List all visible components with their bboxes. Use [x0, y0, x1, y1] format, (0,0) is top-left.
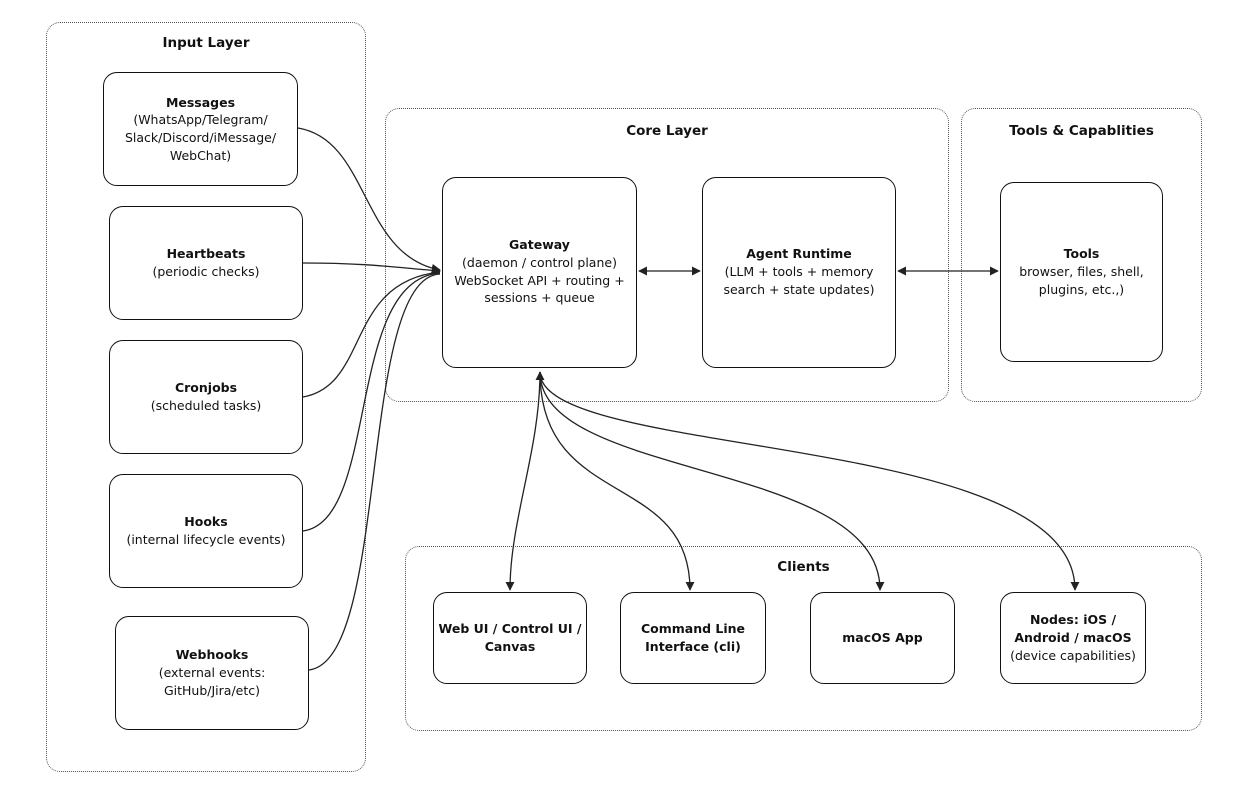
clients-group-title: Clients — [777, 559, 830, 575]
gateway-node[interactable]: Gateway (daemon / control plane) WebSock… — [442, 177, 637, 368]
agent-runtime-line-2: search + state updates) — [723, 281, 875, 297]
agent-runtime-title: Agent Runtime — [746, 246, 852, 261]
webhooks-line-2: GitHub/Jira/etc) — [163, 682, 261, 698]
messages-node[interactable]: Messages (WhatsApp/Telegram/ Slack/Disco… — [103, 72, 298, 186]
webhooks-line-1: (external events: — [158, 665, 266, 681]
gateway-title: Gateway — [509, 237, 570, 252]
web-ui-title: Web UI / Control UI / — [438, 621, 582, 637]
macos-app-node[interactable]: macOS App — [810, 592, 955, 684]
messages-line-3: WebChat) — [169, 147, 232, 163]
messages-line-1: (WhatsApp/Telegram/ — [133, 112, 268, 128]
nodes-node[interactable]: Nodes: iOS / Android / macOS (device cap… — [1000, 592, 1146, 684]
macos-app-title: macOS App — [842, 630, 923, 646]
cronjobs-title: Cronjobs — [174, 380, 238, 396]
web-ui-node[interactable]: Web UI / Control UI / Canvas — [433, 592, 587, 684]
webhooks-title: Webhooks — [175, 647, 249, 663]
tools-group: Tools & Capablities — [961, 108, 1202, 402]
web-ui-line-1: Canvas — [484, 639, 536, 654]
tools-group-title: Tools & Capablities — [1009, 123, 1154, 139]
hooks-node[interactable]: Hooks (internal lifecycle events) — [109, 474, 303, 588]
gateway-line-3: sessions + queue — [484, 290, 595, 306]
webhooks-node[interactable]: Webhooks (external events: GitHub/Jira/e… — [115, 616, 309, 730]
nodes-title: Nodes: iOS / — [1029, 612, 1117, 628]
heartbeats-title: Heartbeats — [166, 246, 246, 262]
nodes-line-2: (device capabilities) — [1010, 647, 1136, 663]
tools-line-2: plugins, etc.,) — [1038, 281, 1125, 297]
messages-title: Messages — [165, 94, 236, 110]
cli-line-1: Interface (cli) — [645, 639, 741, 654]
gateway-line-1: (daemon / control plane) — [462, 254, 617, 270]
input-layer-title: Input Layer — [162, 35, 250, 51]
tools-title: Tools — [1063, 246, 1100, 261]
core-layer-title: Core Layer — [626, 123, 708, 139]
hooks-title: Hooks — [184, 514, 228, 530]
tools-node[interactable]: Tools browser, files, shell, plugins, et… — [1000, 182, 1163, 362]
heartbeats-line-1: (periodic checks) — [152, 264, 260, 279]
agent-runtime-line-1: (LLM + tools + memory — [724, 263, 874, 279]
tools-line-1: browser, files, shell, — [1019, 263, 1144, 279]
cronjobs-line-1: (scheduled tasks) — [150, 398, 262, 413]
cronjobs-node[interactable]: Cronjobs (scheduled tasks) — [109, 340, 303, 454]
heartbeats-node[interactable]: Heartbeats (periodic checks) — [109, 206, 303, 320]
cli-title: Command Line — [640, 621, 746, 637]
cli-node[interactable]: Command Line Interface (cli) — [620, 592, 766, 684]
nodes-line-1: Android / macOS — [1014, 630, 1132, 646]
hooks-line-1: (internal lifecycle events) — [126, 532, 286, 547]
agent-runtime-node[interactable]: Agent Runtime (LLM + tools + memory sear… — [702, 177, 896, 368]
messages-line-2: Slack/Discord/iMessage/ — [124, 130, 277, 145]
gateway-line-2: WebSocket API + routing + — [454, 272, 625, 288]
